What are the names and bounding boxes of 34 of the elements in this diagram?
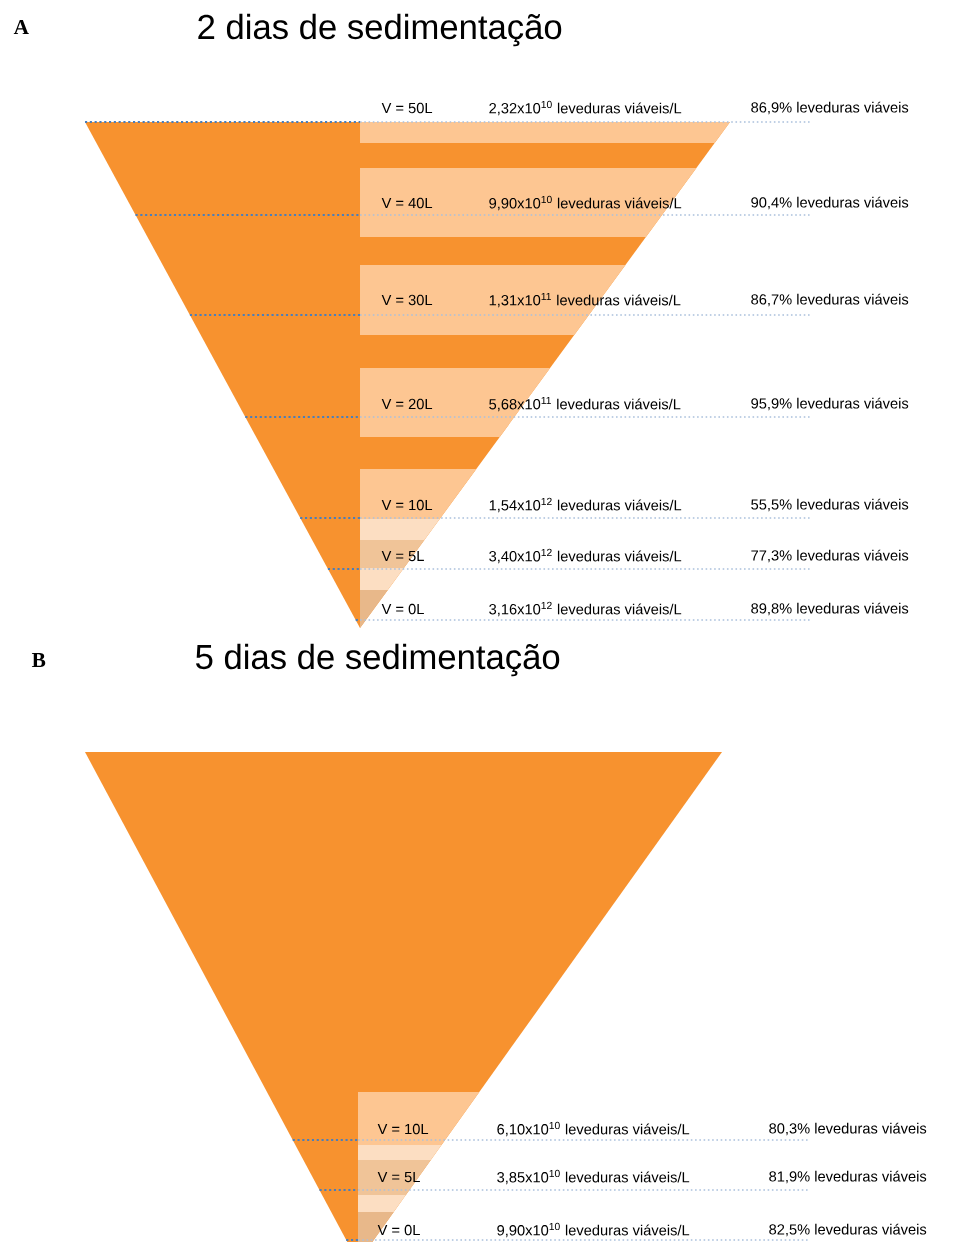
volume-label: V = 0L bbox=[381, 603, 424, 615]
concentration-label: 5,68x10$^{11}$ leveduras viáveis/L bbox=[489, 396, 681, 412]
viability-label: 89,8% leveduras viáveis bbox=[751, 602, 909, 616]
viability-label: 90,4% leveduras viáveis bbox=[751, 196, 909, 210]
volume-label: V = 40L bbox=[381, 197, 433, 209]
concentration-label: 9,90x10$^{10}$ leveduras viáveis/L bbox=[497, 1222, 690, 1238]
viability-label: 82,5% leveduras viáveis bbox=[769, 1223, 927, 1237]
viability-label: 95,9% leveduras viáveis bbox=[751, 397, 909, 411]
concentration-label: 2,32x10$^{10}$ leveduras viáveis/L bbox=[489, 100, 682, 116]
panel-letter: B bbox=[31, 653, 46, 667]
volume-label: V = 30L bbox=[381, 294, 433, 306]
concentration-label: 1,31x10$^{11}$ leveduras viáveis/L bbox=[489, 292, 681, 308]
volume-label: V = 20L bbox=[381, 398, 433, 410]
panel-letter: A bbox=[13, 19, 29, 35]
volume-label: V = 10L bbox=[381, 499, 433, 511]
concentration-label: 1,54x10$^{12}$ leveduras viáveis/L bbox=[489, 497, 682, 513]
volume-label: V = 0L bbox=[377, 1224, 420, 1236]
volume-label: V = 10L bbox=[377, 1123, 429, 1135]
concentration-label: 9,90x10$^{10}$ leveduras viáveis/L bbox=[489, 195, 682, 211]
viability-label: 86,9% leveduras viáveis bbox=[751, 101, 909, 115]
volume-label: V = 50L bbox=[381, 102, 433, 114]
concentration-label: 6,10x10$^{10}$ leveduras viáveis/L bbox=[497, 1121, 690, 1137]
viability-label: 81,9% leveduras viáveis bbox=[769, 1170, 927, 1184]
concentration-label: 3,40x10$^{12}$ leveduras viáveis/L bbox=[489, 548, 682, 564]
volume-label: V = 5L bbox=[377, 1171, 420, 1183]
panel-title: 5 dias de sedimentação bbox=[196, 643, 560, 677]
concentration-label: 3,85x10$^{10}$ leveduras viáveis/L bbox=[497, 1169, 690, 1185]
viability-label: 80,3% leveduras viáveis bbox=[769, 1122, 927, 1136]
volume-label: V = 5L bbox=[381, 550, 424, 562]
viability-label: 86,7% leveduras viáveis bbox=[751, 293, 909, 307]
concentration-label: 3,16x10$^{12}$ leveduras viáveis/L bbox=[489, 601, 682, 617]
viability-label: 77,3% leveduras viáveis bbox=[751, 549, 909, 563]
panel-title: 2 dias de sedimentação bbox=[198, 13, 562, 47]
viability-label: 55,5% leveduras viáveis bbox=[751, 498, 909, 512]
